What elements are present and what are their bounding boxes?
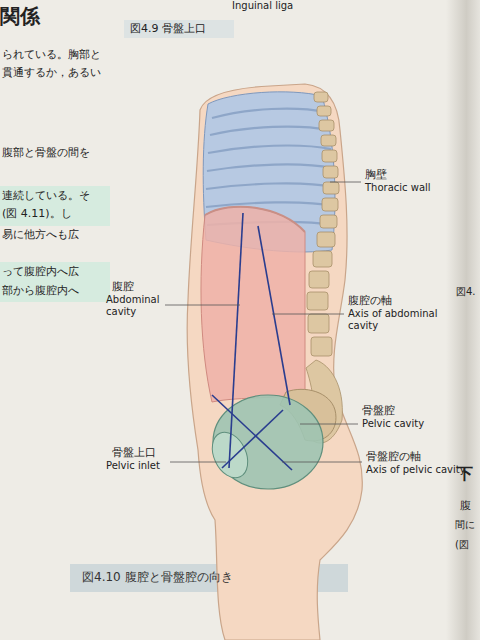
body-text: られている。胸部と xyxy=(2,48,101,61)
abdominal-cavity xyxy=(201,207,305,402)
body-text: 易に他方へも広 xyxy=(2,228,79,241)
body-text: 連続している。そ xyxy=(2,189,90,202)
figure-ref: 図4. xyxy=(456,286,476,298)
part-name: Axis of abdominal cavity xyxy=(348,308,448,332)
text-highlight xyxy=(0,186,110,226)
part-name: 腹腔の軸 xyxy=(348,294,392,307)
body-text: って腹腔内へ広 xyxy=(2,265,79,278)
part-name: 骨盤上口 xyxy=(112,446,156,459)
figure-title: 図4.9 骨盤上口 xyxy=(130,22,206,35)
body-text: 貫通するか，あるい xyxy=(2,66,101,79)
body-text: 部から腹腔内へ xyxy=(2,284,79,297)
part-name: Pelvic inlet xyxy=(106,460,160,472)
part-name: 腹腔 xyxy=(112,280,134,293)
body-text: 間に xyxy=(455,519,475,531)
diaphragm xyxy=(205,207,305,232)
body-outline xyxy=(187,84,362,640)
figure-title-band xyxy=(124,20,234,38)
page-heading: 関係 xyxy=(0,4,40,28)
part-name: 胸壁 xyxy=(365,168,387,181)
body-text: 腹部と骨盤の間を xyxy=(2,146,90,159)
body-text: (図 4.11)。し xyxy=(2,207,72,220)
part-name: Axis of pelvic cavity xyxy=(366,464,466,476)
figure-caption: 図4.10 腹腔と骨盤腔の向き xyxy=(82,570,233,584)
running-header: Inguinal liga xyxy=(232,0,293,12)
body-text: 腹 xyxy=(460,499,471,512)
leader-lines xyxy=(165,182,362,462)
part-name: 骨盤腔の軸 xyxy=(366,450,421,463)
page-gutter xyxy=(446,0,480,640)
section-heading: 下 xyxy=(457,464,473,483)
part-name: Pelvic cavity xyxy=(362,418,424,430)
axis-lines xyxy=(212,213,292,470)
part-name: Abdominal cavity xyxy=(106,294,164,318)
text-highlight xyxy=(0,262,110,302)
part-name: Thoracic wall xyxy=(365,182,431,194)
body-text: (図 xyxy=(455,539,469,551)
part-name: 骨盤腔 xyxy=(362,404,395,417)
